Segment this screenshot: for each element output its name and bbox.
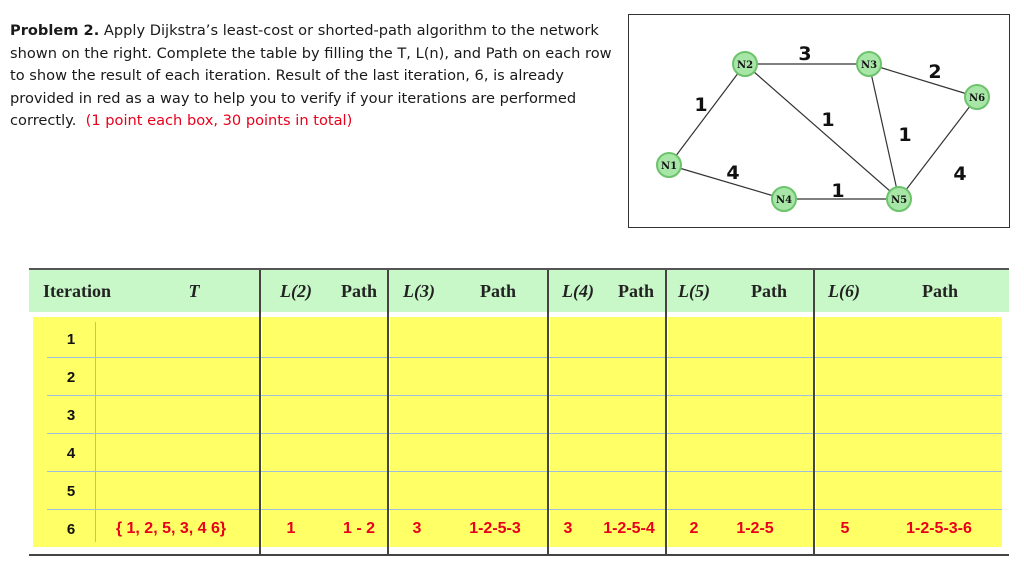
last-row-t: { 1, 2, 5, 3, 4 6} xyxy=(115,520,227,537)
weight-n2-n5: 1 xyxy=(821,109,834,131)
weight-n1-n2: 1 xyxy=(694,94,707,116)
weight-n3-n6: 2 xyxy=(928,61,941,83)
header-l3: L(3) xyxy=(403,281,435,301)
edge-n3-n6 xyxy=(868,63,978,98)
node-n4-label: N4 xyxy=(776,195,792,206)
col-divider xyxy=(665,270,667,556)
problem-statement: Problem 2. Apply Dijkstra’s least-cost o… xyxy=(10,20,620,133)
header-l5: L(5) xyxy=(678,281,710,301)
weight-n5-n6: 4 xyxy=(953,163,966,185)
row-divider xyxy=(47,509,1002,510)
node-n3: N3 xyxy=(856,51,882,77)
col-divider xyxy=(259,270,261,556)
edge-n1-n4 xyxy=(668,164,785,200)
row-index: 4 xyxy=(66,445,76,462)
edge-n3-n5 xyxy=(868,63,900,200)
node-n5-label: N5 xyxy=(891,195,907,206)
weight-n2-n3: 3 xyxy=(798,43,811,65)
header-t: T xyxy=(188,281,200,301)
row-index: 6 xyxy=(66,521,76,538)
header-l2: L(2) xyxy=(280,281,312,301)
node-n6-label: N6 xyxy=(969,93,985,104)
node-n4: N4 xyxy=(771,186,797,212)
problem-label: Problem 2. xyxy=(10,22,100,39)
node-n2: N2 xyxy=(732,51,758,77)
header-iteration: Iteration xyxy=(43,281,111,301)
cells-t-column xyxy=(33,317,260,547)
row-index: 1 xyxy=(66,331,76,348)
row-index: 3 xyxy=(66,407,76,424)
edge-n5-n6 xyxy=(898,96,978,200)
edge-n1-n2 xyxy=(668,63,746,166)
row-divider xyxy=(47,433,1002,434)
header-path5: Path xyxy=(751,281,787,301)
weight-n1-n4: 4 xyxy=(726,162,739,184)
edge-n2-n5 xyxy=(744,63,900,200)
row-index: 2 xyxy=(66,369,76,386)
header-path2: Path xyxy=(341,281,377,301)
network-diagram: N1 N2 N3 N4 N5 N6 1 3 2 1 1 4 1 4 xyxy=(628,14,1010,228)
last-row-path5: 1-2-5 xyxy=(736,520,774,537)
row-divider xyxy=(47,357,1002,358)
header-path4: Path xyxy=(618,281,654,301)
table-header-row: Iteration T L(2) Path L(3) Path L(4) Pat… xyxy=(29,270,1009,312)
index-divider xyxy=(95,322,96,542)
table-body: 1 2 3 4 5 6 { 1, 2, 5, 3, 4 6} 1 1 - 2 3… xyxy=(29,312,1009,556)
cells-l5-column xyxy=(668,317,814,547)
last-row-path2: 1 - 2 xyxy=(342,520,375,537)
edges xyxy=(668,63,978,200)
network-graph: N1 N2 N3 N4 N5 N6 1 3 2 1 1 4 1 4 xyxy=(656,43,990,212)
table-top-border xyxy=(29,268,1009,270)
header-path6: Path xyxy=(922,281,958,301)
problem-text: Apply Dijkstra’s least-cost or shorted-p… xyxy=(10,22,612,129)
last-row-l5: 2 xyxy=(689,520,699,537)
node-n5: N5 xyxy=(886,186,912,212)
node-n6: N6 xyxy=(964,84,990,110)
last-row-l6: 5 xyxy=(840,520,850,537)
cells-l2-column xyxy=(262,317,388,547)
node-n1: N1 xyxy=(656,152,682,178)
cells-l6-column xyxy=(816,317,1002,547)
dijkstra-table: Iteration T L(2) Path L(3) Path L(4) Pat… xyxy=(29,268,1009,558)
last-row-l3: 3 xyxy=(412,520,422,537)
node-n2-label: N2 xyxy=(737,60,753,71)
last-row-path3: 1-2-5-3 xyxy=(469,520,521,537)
last-row-path4: 1-2-5-4 xyxy=(603,520,655,537)
last-row-l4: 3 xyxy=(563,520,573,537)
table-bottom-border xyxy=(29,554,1009,556)
last-row-path6: 1-2-5-3-6 xyxy=(906,520,972,537)
cells-l4-column xyxy=(550,317,666,547)
node-n3-label: N3 xyxy=(861,60,877,71)
col-divider xyxy=(547,270,549,556)
points-note: (1 point each box, 30 points in total) xyxy=(85,112,353,129)
row-divider xyxy=(47,471,1002,472)
col-divider xyxy=(813,270,815,556)
col-divider xyxy=(387,270,389,556)
row-divider xyxy=(47,395,1002,396)
node-n1-label: N1 xyxy=(661,161,677,172)
weight-n3-n5: 1 xyxy=(898,124,911,146)
row-index: 5 xyxy=(66,483,76,500)
weight-n4-n5: 1 xyxy=(831,180,844,202)
header-path3: Path xyxy=(480,281,516,301)
cells-l3-column xyxy=(390,317,548,547)
header-l6: L(6) xyxy=(828,281,860,301)
last-row-l2: 1 xyxy=(286,520,296,537)
header-l4: L(4) xyxy=(562,281,594,301)
